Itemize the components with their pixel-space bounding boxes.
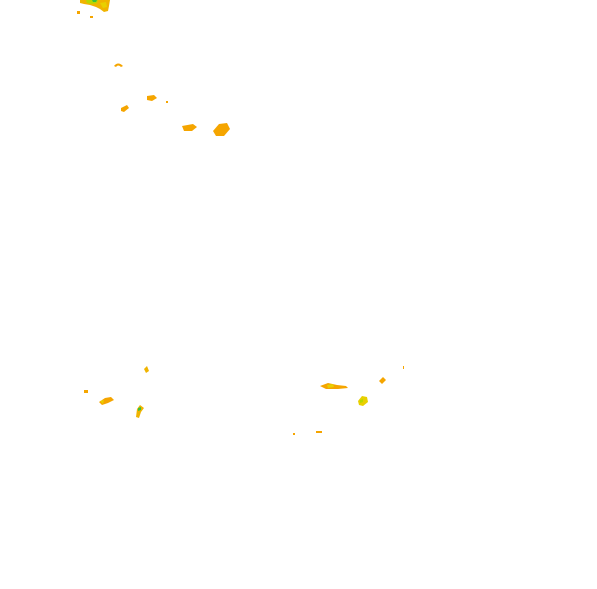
echo-cell xyxy=(114,63,123,67)
echo-cell xyxy=(136,405,144,418)
echo-cell xyxy=(121,105,129,112)
echo-cluster-top-left xyxy=(77,0,110,18)
echo-cell xyxy=(144,366,149,373)
echo-cell xyxy=(213,123,230,136)
echo-cell xyxy=(320,383,348,389)
echo-cell xyxy=(77,11,80,14)
echo-cell xyxy=(327,384,334,388)
echo-cell xyxy=(92,0,97,2)
echo-cell xyxy=(379,377,386,384)
echo-cell xyxy=(316,431,322,433)
echo-cell xyxy=(360,399,363,403)
echo-cell xyxy=(166,101,168,103)
echo-cluster-south-west xyxy=(84,366,149,418)
echo-cell xyxy=(147,95,157,101)
echo-cell xyxy=(100,400,104,404)
echo-cell xyxy=(84,390,88,393)
echo-cluster-north xyxy=(114,63,230,136)
echo-cell xyxy=(293,433,295,435)
echo-cell xyxy=(90,16,93,18)
echo-cell xyxy=(100,2,107,8)
echo-cell xyxy=(138,407,141,411)
echo-cell xyxy=(403,366,404,369)
echo-cell xyxy=(182,124,197,131)
echo-cluster-south-east xyxy=(293,366,404,435)
